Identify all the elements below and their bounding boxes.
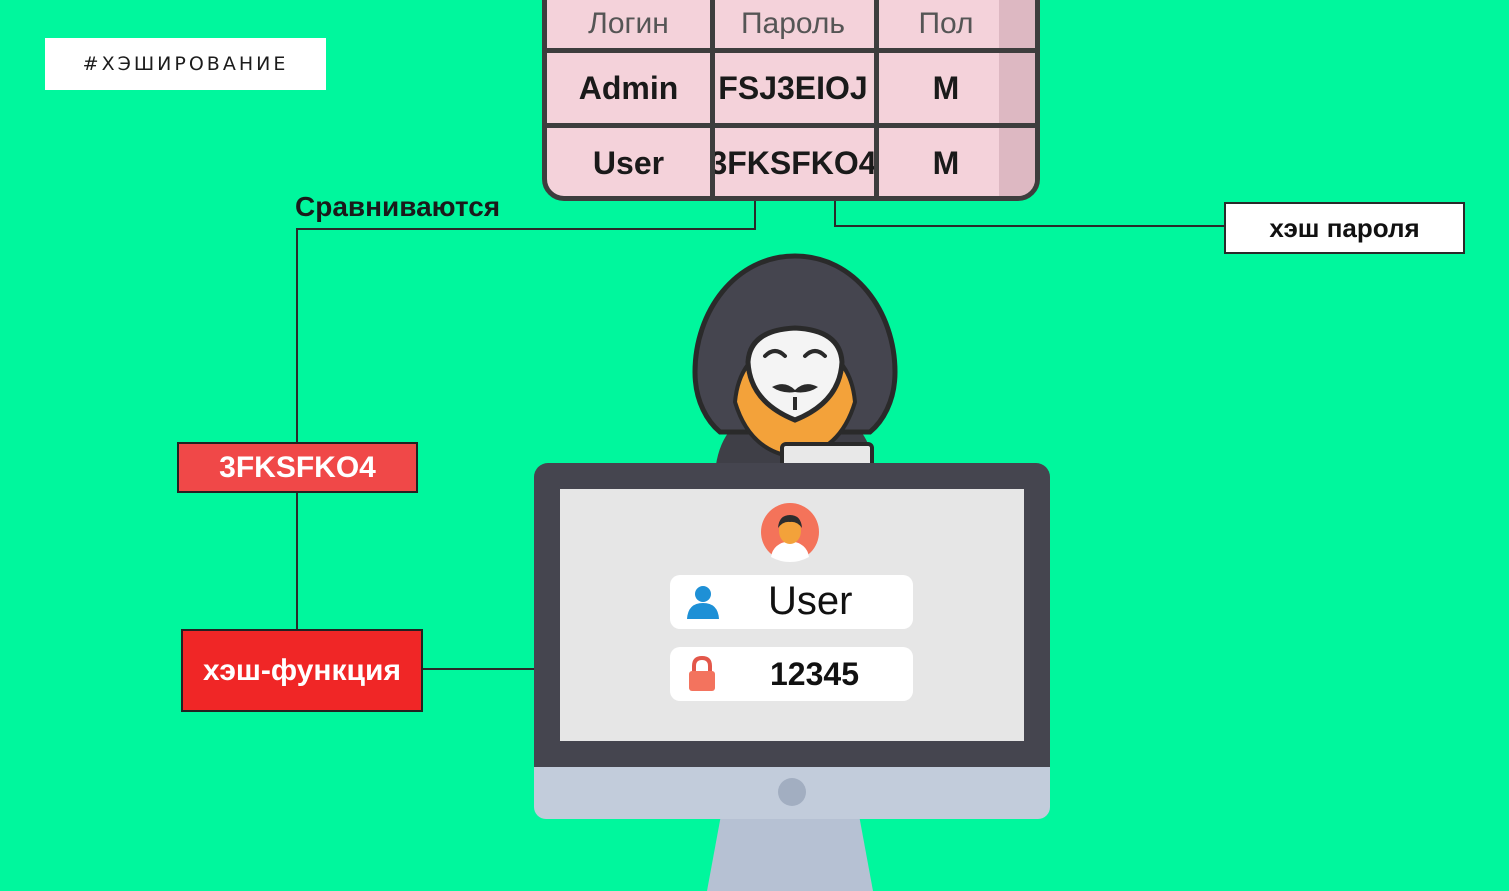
hacker-illustration [692, 253, 898, 472]
table-header-row: Логин Пароль Пол [547, 0, 1035, 48]
hash-function-box: хэш-функция [181, 629, 423, 712]
cell-password-hash: 3FKSFKO4 [709, 144, 877, 181]
user-avatar-icon [761, 503, 819, 562]
cell-password-hash: FSJ3EIOJ [718, 69, 868, 106]
computer-monitor: User 12345 [534, 463, 1050, 819]
column-divider [874, 0, 879, 196]
username-field[interactable]: User [670, 575, 913, 629]
table-row: Admin FSJ3EIOJ M [547, 53, 1035, 123]
compare-connector [296, 196, 756, 442]
compared-label: Сравниваются [295, 191, 501, 222]
monitor-stand [707, 819, 873, 891]
password-field[interactable]: 12345 [670, 647, 913, 701]
username-value: User [768, 579, 853, 623]
table-shade [999, 0, 1035, 196]
computed-hash-box: 3FKSFKO4 [177, 442, 418, 493]
table-row: User 3FKSFKO4 M [547, 128, 1035, 196]
row-divider [547, 48, 1035, 53]
password-hash-label: хэш пароля [1224, 202, 1465, 254]
lock-icon [689, 656, 715, 691]
header-gender: Пол [918, 7, 974, 40]
password-value: 12345 [770, 656, 859, 692]
header-login: Логин [588, 7, 669, 40]
password-database-table: Логин Пароль Пол Admin FSJ3EIOJ M User 3… [542, 0, 1040, 201]
hash-label-connector [834, 196, 1225, 227]
row-divider [547, 123, 1035, 128]
power-button [778, 778, 806, 806]
cell-login: User [592, 144, 665, 181]
monitor-screen: User 12345 [560, 489, 1024, 741]
header-password: Пароль [740, 7, 846, 40]
person-icon [687, 586, 719, 619]
column-divider [710, 0, 715, 196]
cell-login: Admin [578, 69, 679, 106]
hashtag-label: #ХЭШИРОВАНИЕ [45, 38, 326, 90]
cell-gender: M [932, 144, 960, 181]
cell-gender: M [932, 69, 960, 106]
